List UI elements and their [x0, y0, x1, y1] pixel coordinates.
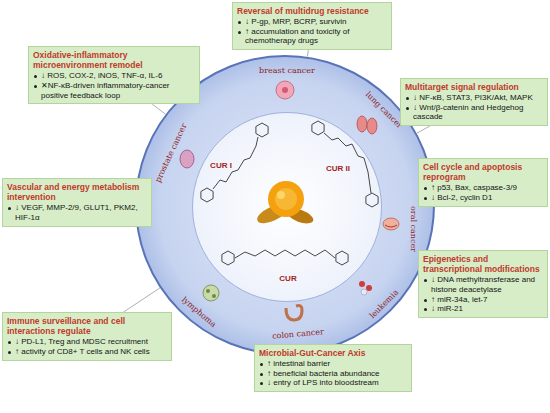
mechanism-box: Vascular and energy metabolism intervent… — [2, 178, 152, 227]
box-bullet: ↓ PD-L1, Treg and MDSC recruitment — [15, 337, 148, 347]
bullet-dot — [34, 85, 37, 88]
cancer-label: breast cancer — [259, 66, 315, 75]
bullet-row: ↓ Bcl-2, cyclin D1 — [423, 193, 543, 203]
bullet-row: ↓ PD-L1, Treg and MDSC recruitment — [7, 337, 167, 347]
mechanism-box: Cell cycle and apoptosis reprogram↑ p53,… — [418, 158, 548, 207]
box-heading: Oxidative-inflammatory microenvironment … — [33, 50, 195, 70]
bullet-dot — [260, 373, 263, 376]
box-heading: Epigenetics and transcriptional modifica… — [423, 254, 543, 274]
bullet-row: ↑ intestinal barrier — [259, 359, 407, 369]
bullet-row: ↑ activity of CD8+ T cells and NK cells — [7, 347, 167, 357]
bullet-dot — [238, 31, 241, 34]
bullet-row: ↑ miR-34a, let-7 — [423, 295, 543, 305]
mechanism-box: Multitarget signal regulation↓ NF-κB, ST… — [400, 78, 548, 126]
bullet-row: ↑ p53, Bax, caspase-3/9 — [423, 183, 543, 193]
mechanism-box: Oxidative-inflammatory microenvironment … — [28, 46, 200, 104]
box-bullet: ↓ miR-21 — [431, 304, 463, 314]
cancer-label: leukemia — [368, 288, 400, 320]
box-bullet: ↓ entry of LPS into bloodstream — [267, 378, 379, 388]
bullet-dot — [406, 97, 409, 100]
bullet-row: ↓ NF-κB, STAT3, PI3K/Akt, MAPK — [405, 93, 543, 103]
box-heading: Immune surveillance and cell interaction… — [7, 316, 167, 336]
bullet-dot — [424, 299, 427, 302]
bullet-row: ↓ P-gp, MRP, BCRP, survivin — [237, 17, 387, 27]
leader-line — [417, 126, 430, 133]
bullet-row: ↓ miR-21 — [423, 304, 543, 314]
box-bullet: ↓ P-gp, MRP, BCRP, survivin — [245, 17, 347, 27]
mechanism-box: Epigenetics and transcriptional modifica… — [418, 250, 548, 318]
bullet-dot — [424, 308, 427, 311]
box-bullet: ↓ VEGF, MMP-2/9, GLUT1, PKM2, HIF-1α — [15, 203, 147, 222]
bullet-dot — [238, 21, 241, 24]
bullet-dot — [260, 363, 263, 366]
cancer-label: lung cancer — [364, 90, 404, 130]
leader-line — [124, 288, 160, 312]
box-bullet: ↑ intestinal barrier — [267, 359, 330, 369]
bullet-row: ↑ accumulation and toxicity of chemother… — [237, 27, 387, 46]
box-heading: Reversal of multidrug resistance — [237, 6, 387, 16]
mechanism-box: Immune surveillance and cell interaction… — [2, 312, 172, 361]
box-bullet: ↓ Wnt/β-catenin and Hedgehog cascade — [413, 103, 543, 122]
curcumin-core: CUR I CUR II CUR — [192, 112, 382, 302]
bullet-dot — [424, 279, 427, 282]
box-heading: Multitarget signal regulation — [405, 82, 543, 92]
compound-label: CUR — [279, 274, 296, 283]
bullet-dot — [8, 341, 11, 344]
box-bullet: ↑ beneficial bacteria abundance — [267, 369, 380, 379]
box-heading: Vascular and energy metabolism intervent… — [7, 182, 147, 202]
bullet-dot — [8, 207, 11, 210]
box-bullet: ↓ Bcl-2, cyclin D1 — [431, 193, 492, 203]
box-bullet: ↑ accumulation and toxicity of chemother… — [245, 27, 387, 46]
bullet-row: ↓ DNA methyltransferase and histone deac… — [423, 275, 543, 294]
leader-line — [152, 104, 165, 114]
mechanism-box: Microbial-Gut-Cancer Axis↑ intestinal ba… — [254, 344, 412, 392]
bullet-dot — [260, 382, 263, 385]
bullet-dot — [424, 197, 427, 200]
box-bullet: ↓ DNA methyltransferase and histone deac… — [431, 275, 543, 294]
bullet-dot — [8, 351, 11, 354]
cancer-label: oral cancer — [409, 206, 418, 252]
mechanism-box: Reversal of multidrug resistance↓ P-gp, … — [232, 2, 392, 50]
bullet-dot — [34, 75, 37, 78]
box-bullet: ↑ miR-34a, let-7 — [431, 295, 487, 305]
bullet-row: ↓ entry of LPS into bloodstream — [259, 378, 407, 388]
compound-label: CUR II — [326, 164, 350, 173]
compound-label: CUR I — [210, 161, 232, 170]
box-heading: Microbial-Gut-Cancer Axis — [259, 348, 407, 358]
box-bullet: ↑ activity of CD8+ T cells and NK cells — [15, 347, 150, 357]
box-bullet: ↑ p53, Bax, caspase-3/9 — [431, 183, 517, 193]
bullet-dot — [424, 187, 427, 190]
bullet-dot — [406, 107, 409, 110]
box-bullet: ↓ ROS, COX-2, iNOS, TNF-α, IL-6 — [41, 71, 162, 81]
box-heading: Cell cycle and apoptosis reprogram — [423, 162, 543, 182]
bullet-row: ↓ ROS, COX-2, iNOS, TNF-α, IL-6 — [33, 71, 195, 81]
cancer-label: prostate cancer — [153, 122, 188, 184]
box-bullet: ✕NF-κB-driven inflammatory-cancer positi… — [41, 81, 195, 100]
cancer-label: lymphoma — [180, 295, 218, 329]
bullet-row: ↓ Wnt/β-catenin and Hedgehog cascade — [405, 103, 543, 122]
box-bullet: ↓ NF-κB, STAT3, PI3K/Akt, MAPK — [413, 93, 533, 103]
cancer-label: colon cancer — [272, 327, 324, 340]
leader-line — [307, 50, 308, 57]
bullet-row: ↓ VEGF, MMP-2/9, GLUT1, PKM2, HIF-1α — [7, 203, 147, 222]
bullet-row: ✕NF-κB-driven inflammatory-cancer positi… — [33, 81, 195, 100]
bullet-row: ↑ beneficial bacteria abundance — [259, 369, 407, 379]
